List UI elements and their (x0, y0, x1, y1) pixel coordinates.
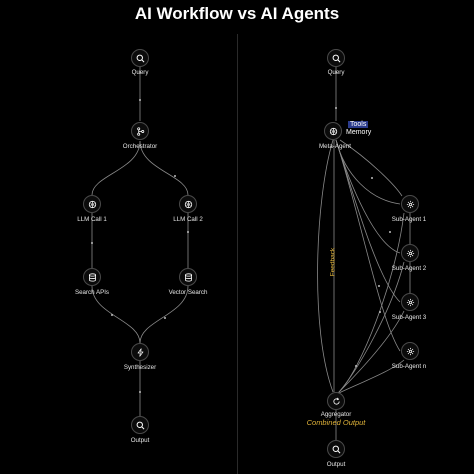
refresh-icon (332, 397, 340, 405)
agents-sub-agent-3-node (401, 293, 419, 311)
git-branch-icon (136, 126, 144, 136)
agents-meta-agent-node (324, 122, 342, 140)
memory-label: Memory (346, 129, 372, 136)
edge-sub3-agg (337, 310, 405, 394)
workflow-llm-call-2-node (179, 195, 197, 213)
brain-icon (184, 200, 192, 208)
brain-icon (88, 200, 96, 208)
workflow-vector-search-label: Vector Search (168, 289, 208, 296)
feedback-label: Feedback (329, 247, 337, 277)
flow-dot (355, 365, 357, 367)
agents-output-node (327, 440, 345, 458)
workflow-orchestrator-label: Orchestrator (122, 143, 158, 150)
agents-sub-agent-3-label: Sub-Agent 3 (391, 314, 427, 321)
flow-dot (164, 317, 166, 319)
flow-dot (174, 175, 176, 177)
workflow-synthesizer-node (131, 343, 149, 361)
agents-sub-agent-2-node (401, 244, 419, 262)
flow-dot (371, 177, 373, 179)
workflow-output-label: Output (130, 437, 150, 444)
edge-subn-agg (336, 359, 405, 395)
workflow-query-node (131, 49, 149, 67)
database-icon (88, 272, 96, 282)
workflow-orchestrator-node (131, 122, 149, 140)
agents-sub-agent-n-node (401, 342, 419, 360)
agents-query-label: Query (327, 69, 345, 76)
edge-sub2-agg (338, 261, 405, 393)
flow-dot (335, 107, 337, 109)
search-icon (332, 445, 340, 453)
edge-meta-sub2 (335, 139, 401, 254)
agents-output-label: Output (326, 461, 346, 468)
workflow-search-apis-node (83, 268, 101, 286)
workflow-query-label: Query (131, 69, 149, 76)
agents-sub-agent-1-node (401, 195, 419, 213)
workflow-search-apis-label: Search APIs (74, 289, 110, 296)
workflow-output-node (131, 416, 149, 434)
workflow-llm-call-1-node (83, 195, 101, 213)
agents-meta-agent-label: Meta-Agent (319, 143, 351, 150)
workflow-llm-call-1-label: LLM Call 1 (77, 216, 107, 223)
search-icon (136, 54, 144, 62)
flow-dot (91, 242, 93, 244)
tools-label: Tools (348, 121, 369, 128)
search-icon (136, 421, 144, 429)
search-icon (332, 54, 340, 62)
flow-dot (139, 99, 141, 101)
lightning-icon (137, 347, 143, 357)
agents-aggregator-node (327, 392, 345, 410)
agents-aggregator-label: Aggregator (320, 411, 352, 418)
brain-icon (329, 127, 337, 135)
flow-dot (139, 391, 141, 393)
database-icon (184, 272, 192, 282)
edge-vector-synth (139, 285, 189, 344)
workflow-vector-search-node (179, 268, 197, 286)
flow-dot (379, 311, 381, 313)
agents-sub-agent-n-label: Sub-Agent n (391, 363, 427, 370)
edge-agg-meta-curve (317, 139, 334, 393)
workflow-synthesizer-label: Synthesizer (123, 364, 157, 371)
edge-meta-sub1-b (339, 139, 403, 197)
gear-icon (406, 298, 414, 306)
gear-icon (406, 249, 414, 257)
gear-icon (406, 200, 414, 208)
flow-dot (187, 231, 189, 233)
agents-sub-agent-1-label: Sub-Agent 1 (391, 216, 427, 223)
agents-sub-agent-2-label: Sub-Agent 2 (391, 265, 427, 272)
edge-orchestrator-llm2 (139, 140, 189, 196)
workflow-llm-call-2-label: LLM Call 2 (173, 216, 203, 223)
combined-output-label: Combined Output (306, 418, 366, 427)
gear-icon (406, 347, 414, 355)
edge-orchestrator-llm1 (91, 140, 141, 196)
agents-query-node (327, 49, 345, 67)
flow-dot (111, 314, 113, 316)
edge-search-synth (91, 285, 141, 344)
flow-dot (378, 285, 380, 287)
edge-meta-subn (335, 139, 401, 352)
page-title: AI Workflow vs AI Agents (134, 4, 340, 23)
flow-dot (389, 231, 391, 233)
divider (237, 34, 238, 474)
